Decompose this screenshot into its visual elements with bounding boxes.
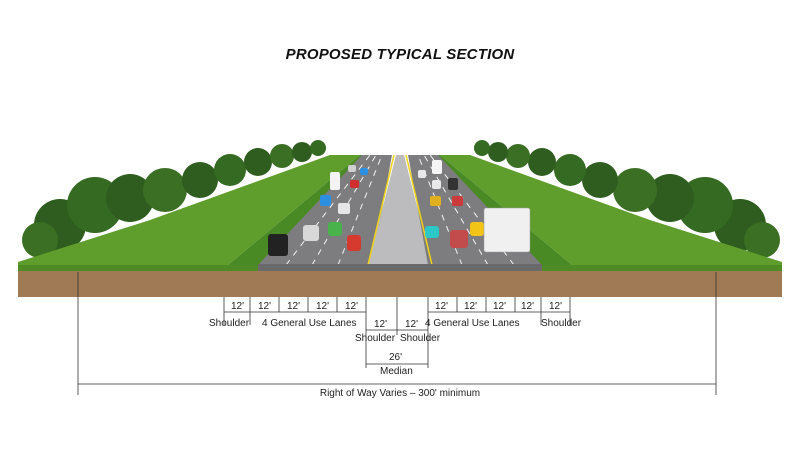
figure-title: PROPOSED TYPICAL SECTION <box>285 46 515 63</box>
general-lanes-label-left: 4 General Use Lanes <box>262 318 357 329</box>
grass-right <box>440 155 782 270</box>
shoulder-label-left: Shoulder <box>209 318 250 329</box>
median-shoulder-label-left: Shoulder <box>355 333 396 344</box>
traffic <box>268 160 531 256</box>
median-label: Median <box>380 366 413 377</box>
lane-width-label: 12' <box>258 301 272 312</box>
shoulder-label-right: Shoulder <box>541 318 582 329</box>
edge-line-left <box>367 154 395 266</box>
lane-width-label: 12' <box>316 301 330 312</box>
median-shoulder-label-right: Shoulder <box>400 333 441 344</box>
tree-line-left <box>22 140 326 258</box>
grass-left <box>18 155 360 270</box>
soil-layer <box>18 270 782 297</box>
lane-width-label: 12' <box>231 301 245 312</box>
tree-line-right <box>474 140 780 258</box>
median <box>368 155 432 265</box>
lane-width-label: 12' <box>435 301 449 312</box>
lane-width-label: 12' <box>521 301 535 312</box>
lane-width-label: 12' <box>345 301 359 312</box>
lane-width-label: 12' <box>549 301 563 312</box>
median-width-label: 26' <box>389 352 403 363</box>
lane-width-label: 12' <box>374 319 388 330</box>
lane-width-label: 12' <box>287 301 301 312</box>
edge-line-right <box>405 154 433 266</box>
lane-width-label: 12' <box>464 301 478 312</box>
lane-width-label: 12' <box>493 301 507 312</box>
lane-width-label: 12' <box>405 319 419 330</box>
dimension-lines <box>77 272 717 395</box>
right-of-way-label: Right of Way Varies – 300' minimum <box>319 388 481 399</box>
general-lanes-label-right: 4 General Use Lanes <box>425 318 520 329</box>
